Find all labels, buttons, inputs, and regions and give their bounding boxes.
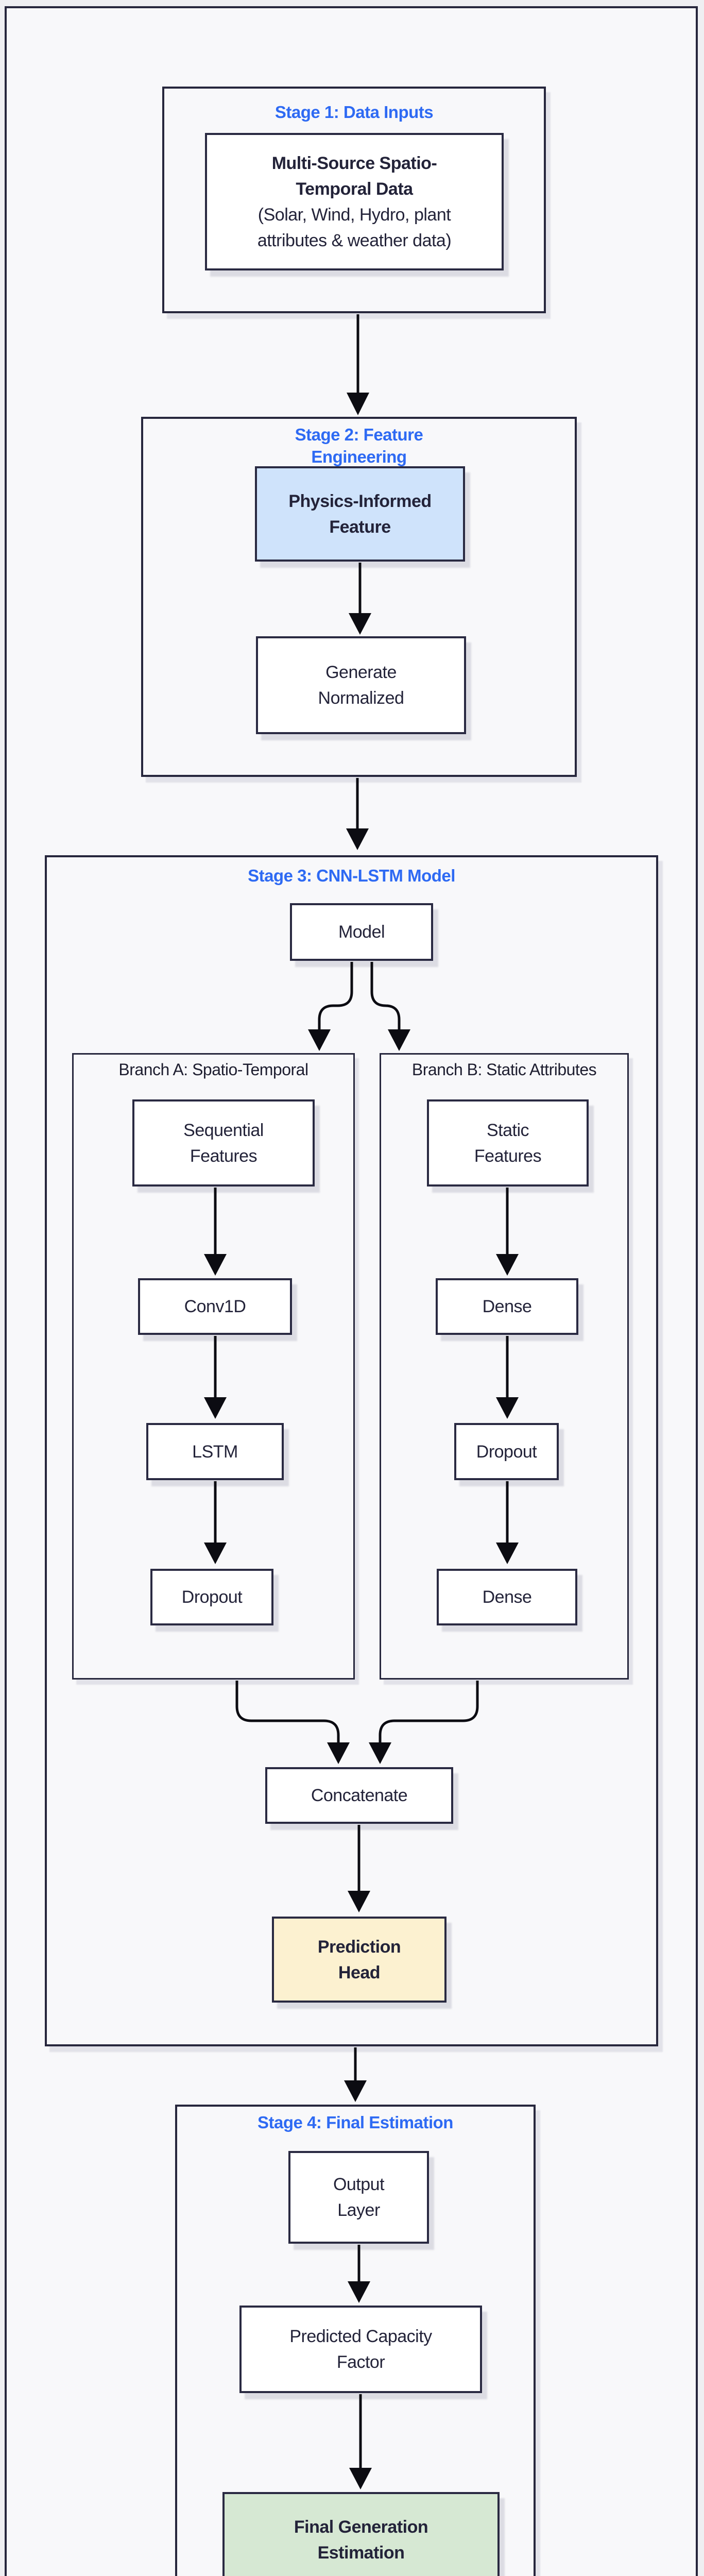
arrow-dense-dropout xyxy=(496,1336,519,1419)
node-line: Dropout xyxy=(476,1442,537,1462)
node-dense-1: Dense xyxy=(436,1278,578,1335)
node-model: Model xyxy=(290,903,433,961)
node-line: Normalized xyxy=(318,688,404,708)
node-sequential-features: Sequential Features xyxy=(132,1099,315,1187)
node-line: Concatenate xyxy=(311,1786,408,1805)
node-dropout-a: Dropout xyxy=(150,1569,273,1625)
arrow-static-dense xyxy=(496,1188,519,1276)
arrow-stage1-stage2 xyxy=(347,314,369,415)
branch-a-title: Branch A: Spatio-Temporal xyxy=(118,1060,308,1079)
node-line: Head xyxy=(338,1962,381,1982)
node-line: Feature xyxy=(329,517,391,537)
node-line: Multi-Source Spatio- xyxy=(271,153,437,173)
arrow-predicted-final xyxy=(349,2394,372,2489)
node-line: Output xyxy=(333,2175,385,2194)
node-predicted-capacity-factor: Predicted Capacity Factor xyxy=(239,2306,482,2393)
arrow-physics-generate xyxy=(349,563,371,635)
node-line: Predicted Capacity xyxy=(289,2327,432,2346)
node-static-features: Static Features xyxy=(427,1099,589,1187)
arrow-stage3-stage4 xyxy=(344,2047,367,2102)
node-line: Generate xyxy=(325,663,397,682)
node-line: LSTM xyxy=(192,1442,238,1462)
arrow-stage2-stage3 xyxy=(346,778,369,850)
stage1-title: Stage 1: Data Inputs xyxy=(274,103,434,122)
arrow-branch-a-concatenate xyxy=(235,1681,350,1764)
stage4-title: Stage 4: Final Estimation xyxy=(257,2113,453,2132)
branch-b-title: Branch B: Static Attributes xyxy=(411,1060,597,1079)
node-line: Prediction xyxy=(317,1937,401,1957)
node-line: Factor xyxy=(336,2352,385,2372)
node-line: Static xyxy=(486,1120,529,1140)
node-line: Dense xyxy=(482,1587,532,1607)
node-line: Temporal Data xyxy=(296,179,413,199)
node-lstm: LSTM xyxy=(146,1423,284,1480)
node-line: Physics-Informed xyxy=(288,491,432,511)
node-conv1d: Conv1D xyxy=(138,1278,292,1335)
node-line: Conv1D xyxy=(184,1297,246,1316)
node-line: Dense xyxy=(482,1297,532,1316)
node-line: Dropout xyxy=(181,1587,243,1607)
stage2-title: Stage 2: Feature Engineering xyxy=(141,423,577,468)
node-physics-informed-feature: Physics-Informed Feature xyxy=(255,466,465,562)
arrow-concatenate-prediction xyxy=(348,1825,370,1912)
node-line: Final Generation xyxy=(294,2517,428,2537)
node-line: Features xyxy=(190,1146,257,1166)
node-generate-normalized: Generate Normalized xyxy=(256,636,466,734)
node-line: Layer xyxy=(337,2200,380,2220)
stage2-title-line2: Engineering xyxy=(311,447,407,466)
stage3-title: Stage 3: CNN-LSTM Model xyxy=(248,866,455,885)
node-final-generation-estimation: Final Generation Estimation xyxy=(222,2492,500,2576)
node-line: (Solar, Wind, Hydro, plant xyxy=(257,205,451,225)
node-concatenate: Concatenate xyxy=(265,1767,453,1824)
stage2-title-line1: Stage 2: Feature xyxy=(295,425,423,444)
node-line: attributes & weather data) xyxy=(257,230,452,250)
arrow-output-predicted xyxy=(348,2245,370,2303)
node-output-layer: Output Layer xyxy=(288,2151,429,2244)
arrow-model-branch-a xyxy=(308,962,353,1051)
node-prediction-head: Prediction Head xyxy=(272,1917,447,2003)
arrow-conv1d-lstm xyxy=(204,1336,227,1419)
node-line: Model xyxy=(338,922,385,942)
arrow-branch-b-concatenate xyxy=(369,1681,479,1764)
node-dense-2: Dense xyxy=(437,1569,577,1625)
node-line: Estimation xyxy=(317,2543,405,2563)
arrow-sequential-conv1d xyxy=(204,1188,227,1276)
node-line: Features xyxy=(474,1146,542,1166)
node-line: Sequential xyxy=(183,1120,264,1140)
arrow-lstm-dropout xyxy=(204,1481,227,1564)
arrow-model-branch-b xyxy=(370,962,410,1051)
arrow-dropout-dense2 xyxy=(496,1481,519,1564)
node-multi-source-data: Multi-Source Spatio- Temporal Data (Sola… xyxy=(205,133,504,270)
node-dropout-b: Dropout xyxy=(454,1423,559,1480)
